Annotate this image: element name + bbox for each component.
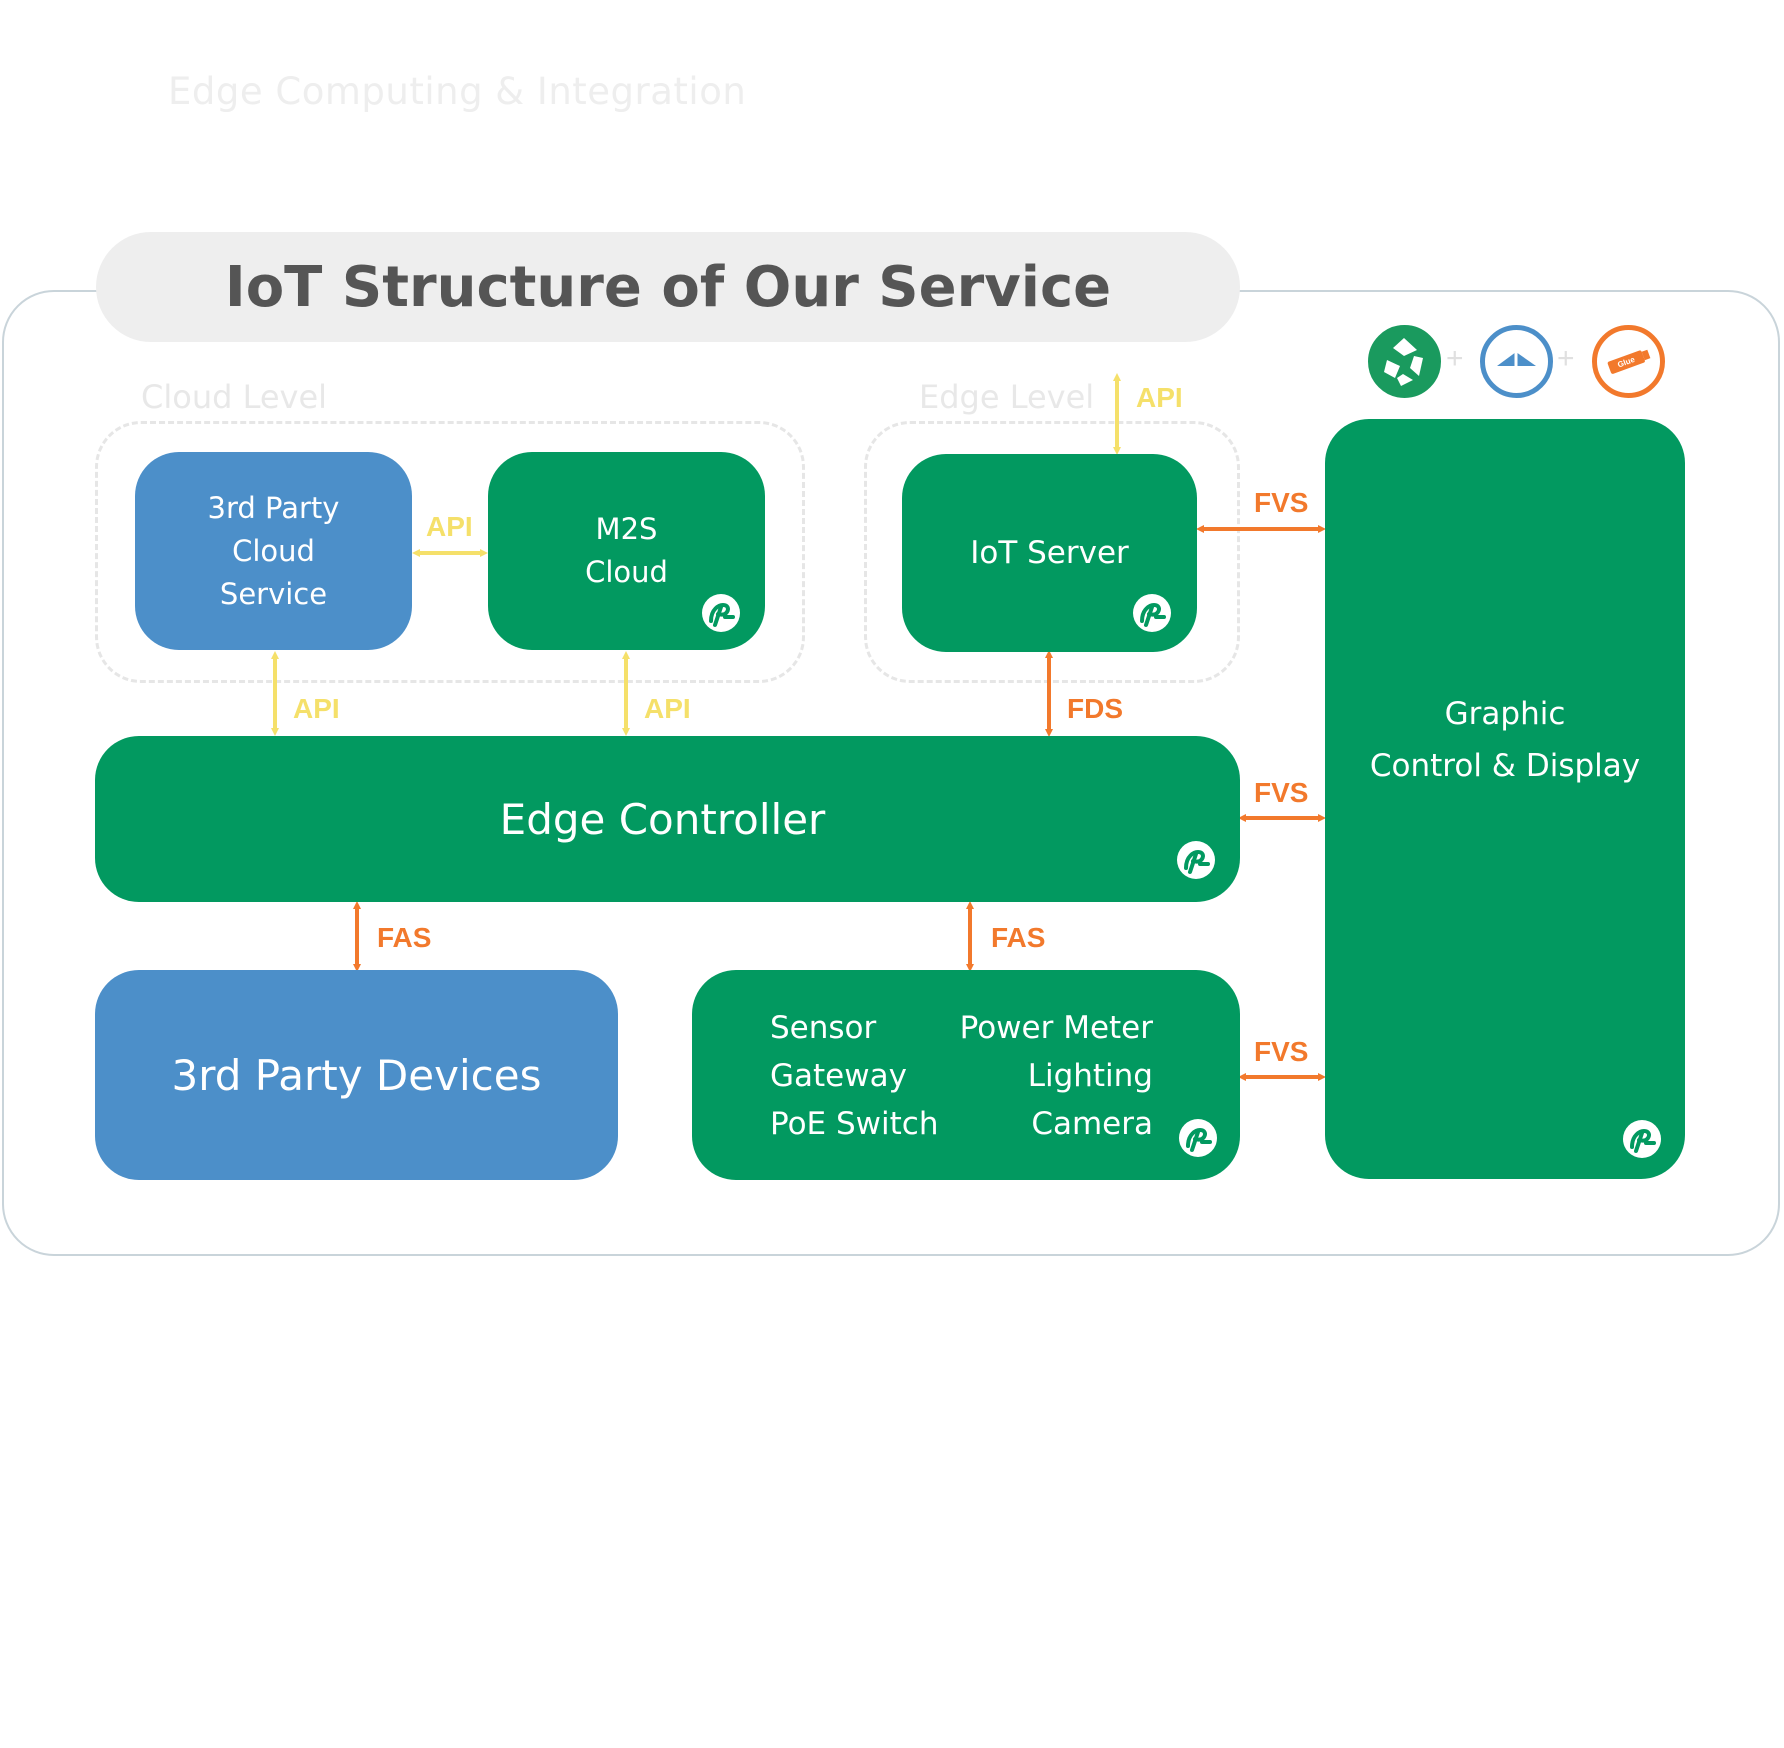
node-third-party-cloud-label: 3rd Party Cloud Service	[207, 490, 340, 611]
node-iot-server[interactable]: IoT Server	[902, 454, 1197, 652]
node-graphic-control-label: Graphic Control & Display	[1369, 696, 1641, 784]
brand-logo-icon	[1177, 841, 1215, 879]
label-fvs-devices: FVS	[1254, 1036, 1309, 1067]
recycle-logo-icon	[1368, 325, 1441, 398]
cloud-level-group	[95, 421, 805, 683]
label-api-iot-up: API	[1136, 382, 1183, 413]
diagram-title: IoT Structure of Our Service	[224, 254, 1112, 320]
node-edge-controller-label: Edge Controller	[499, 794, 826, 844]
title-pill: IoT Structure of Our Service	[96, 232, 1240, 342]
node-device-group[interactable]: Sensor Gateway PoE Switch Power Meter Li…	[692, 970, 1240, 1180]
device-sensor: Sensor	[770, 1010, 877, 1046]
device-power-meter: Power Meter	[959, 1010, 1153, 1046]
device-list-right: Power Meter Lighting Camera	[960, 1004, 1153, 1148]
cloud-level-label: Cloud Level	[141, 378, 328, 416]
node-third-party-cloud[interactable]: 3rd Party Cloud Service	[135, 452, 412, 650]
label-fds: FDS	[1067, 693, 1123, 724]
glue-stick-icon: Glue	[1592, 325, 1665, 398]
cloud-dome-icon	[1480, 325, 1553, 398]
brand-logo-icon	[1179, 1119, 1217, 1157]
label-fas-3rd: FAS	[377, 922, 432, 953]
label-fvs-edge: FVS	[1254, 777, 1309, 808]
label-api-m2s-edge: API	[644, 693, 691, 724]
device-list-left: Sensor Gateway PoE Switch	[770, 1004, 939, 1148]
page-heading: Edge Computing & Integration	[168, 70, 747, 113]
brand-logo-icon	[1133, 594, 1171, 632]
device-gateway: Gateway	[770, 1058, 907, 1094]
node-third-party-devices[interactable]: 3rd Party Devices	[95, 970, 618, 1180]
node-iot-server-label: IoT Server	[970, 535, 1129, 571]
label-api-cloud-m2s: API	[426, 511, 473, 542]
device-lighting: Lighting	[1027, 1058, 1153, 1094]
plus-separator-1: +	[1446, 342, 1464, 375]
node-graphic-control[interactable]: Graphic Control & Display	[1325, 419, 1685, 1179]
edge-level-label: Edge Level	[919, 378, 1095, 416]
brand-logo-icon	[702, 594, 740, 632]
plus-separator-2: +	[1557, 342, 1575, 375]
device-camera: Camera	[1031, 1106, 1153, 1142]
label-api-cloud-edge: API	[293, 693, 340, 724]
brand-logo-icon	[1623, 1120, 1661, 1158]
label-fas-devices: FAS	[991, 922, 1046, 953]
node-third-party-devices-label: 3rd Party Devices	[171, 1050, 542, 1100]
node-m2s-cloud[interactable]: M2S Cloud	[488, 452, 765, 650]
node-m2s-cloud-label: M2S Cloud	[585, 512, 668, 589]
node-edge-controller[interactable]: Edge Controller	[95, 736, 1240, 902]
label-fvs-server: FVS	[1254, 487, 1309, 518]
device-poe-switch: PoE Switch	[770, 1106, 939, 1142]
